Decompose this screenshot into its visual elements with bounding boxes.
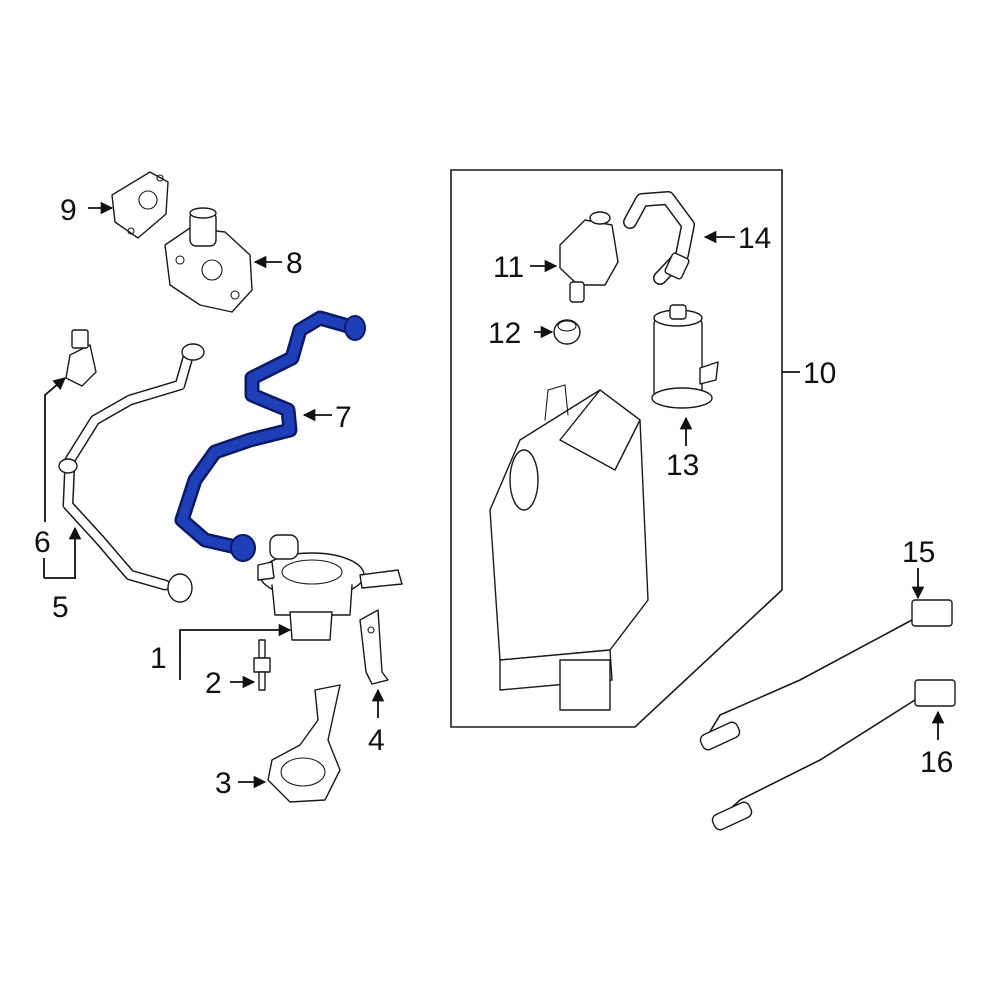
hose-part-14[interactable] bbox=[623, 191, 695, 285]
bolt-part-2[interactable] bbox=[253, 639, 271, 691]
callout-1: 1 bbox=[150, 642, 167, 675]
canister-assembly-frame bbox=[450, 169, 783, 728]
callout-2: 2 bbox=[205, 667, 222, 700]
oxygen-sensor-part-15[interactable] bbox=[698, 599, 953, 752]
callout-15: 15 bbox=[902, 536, 935, 569]
callout-5: 5 bbox=[52, 591, 69, 624]
callout-labels: 9 8 7 6 5 1 2 3 4 11 12 14 10 13 15 16 bbox=[34, 194, 953, 800]
air-pipe-part-5[interactable] bbox=[58, 343, 205, 603]
callout-12: 12 bbox=[488, 317, 521, 350]
callout-13: 13 bbox=[666, 449, 699, 482]
callout-4: 4 bbox=[368, 724, 385, 757]
callout-9: 9 bbox=[60, 194, 77, 227]
purge-valve-part-11[interactable] bbox=[559, 211, 619, 303]
callout-11: 11 bbox=[493, 251, 524, 284]
gasket-part-9[interactable] bbox=[111, 171, 169, 239]
callout-14: 14 bbox=[738, 222, 771, 255]
callout-6: 6 bbox=[34, 526, 51, 559]
bracket-part-3[interactable] bbox=[267, 684, 341, 803]
callout-16: 16 bbox=[920, 746, 953, 779]
callout-10: 10 bbox=[803, 357, 836, 390]
hose-part-7[interactable] bbox=[174, 310, 366, 562]
cap-part-12[interactable] bbox=[553, 319, 581, 345]
callout-3: 3 bbox=[215, 767, 232, 800]
callout-8: 8 bbox=[286, 247, 303, 280]
oxygen-sensor-part-16[interactable] bbox=[710, 679, 956, 832]
callout-7: 7 bbox=[335, 401, 352, 434]
combination-valve-part-8[interactable] bbox=[164, 207, 253, 313]
leader-lines bbox=[43, 201, 945, 789]
canister-part-10[interactable] bbox=[489, 384, 649, 711]
air-pump-part-1[interactable] bbox=[257, 534, 403, 641]
bracket-part-4[interactable] bbox=[359, 609, 389, 685]
connector-part-6[interactable] bbox=[65, 329, 97, 387]
filter-part-13[interactable] bbox=[651, 304, 719, 409]
